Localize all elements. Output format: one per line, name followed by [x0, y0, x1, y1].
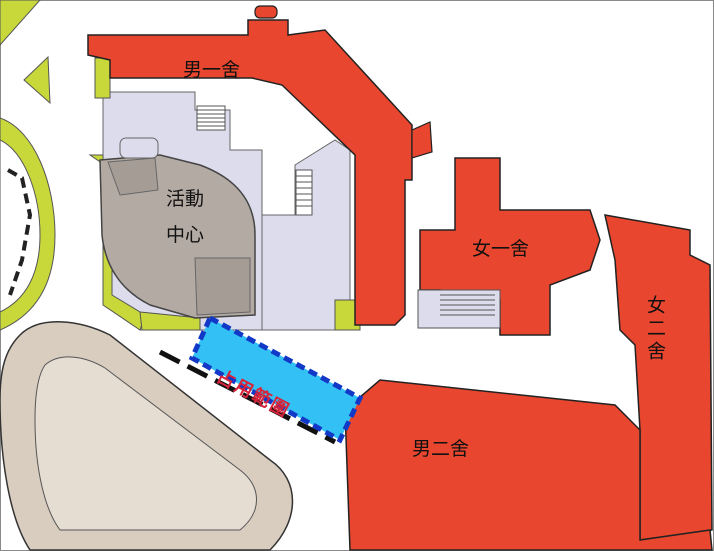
sports-field-inner — [34, 356, 257, 531]
female-dorm-2-label: 女二舍 — [644, 295, 666, 364]
male-dorm-1-stub — [411, 121, 433, 159]
green-corner — [0, 0, 41, 46]
male-dorm-2-building — [344, 379, 713, 551]
activity-center-label-line2: 中心 — [166, 224, 205, 246]
stairs-upper — [196, 105, 226, 131]
male-dorm-2-label: 男二舍 — [412, 438, 470, 460]
male-dorm-1-label: 男一舍 — [183, 59, 241, 81]
male-dorm-1-annex — [254, 5, 278, 19]
stairs-middle — [295, 169, 313, 216]
occupied-area-zone — [188, 314, 364, 444]
activity-center-label-line1: 活動 — [166, 188, 205, 210]
activity-center-entrance — [119, 137, 159, 159]
arc-inner-lawn — [0, 139, 41, 313]
male-dorm-1-building — [87, 19, 413, 326]
green-triangle — [23, 55, 51, 105]
activity-center-wing-top — [107, 157, 159, 196]
green-strip-south — [139, 311, 201, 331]
stairs-lower — [417, 289, 501, 329]
boundary-dashed-line — [158, 349, 337, 445]
green-strip-north — [94, 57, 111, 99]
activity-center-wing-bottom — [194, 257, 251, 316]
female-dorm-1-label: 女一舍 — [472, 238, 530, 260]
green-strip-east — [334, 299, 361, 331]
arc-path-line — [7, 168, 33, 296]
